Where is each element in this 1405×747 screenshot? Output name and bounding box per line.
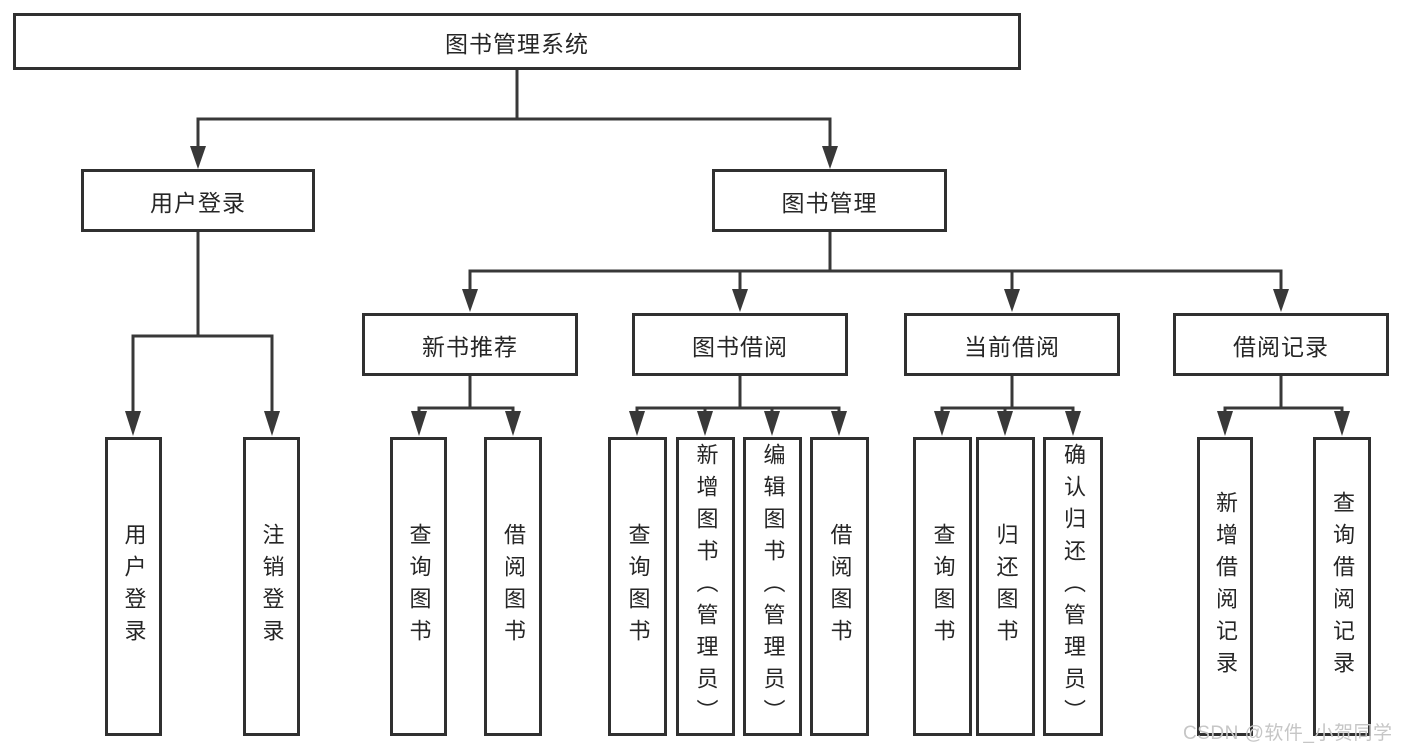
node-borrowing-records: 借阅记录 — [1173, 313, 1389, 376]
leaf-return-book: 归还图书 — [976, 437, 1035, 736]
arrow-down-icon — [934, 411, 950, 436]
leaf-query-books-current: 查询图书 — [913, 437, 972, 736]
arrow-down-icon — [1065, 411, 1081, 436]
node-book-management: 图书管理 — [712, 169, 947, 232]
arrow-down-icon — [1004, 289, 1020, 312]
arrow-down-icon — [505, 411, 521, 436]
arrow-down-icon — [1273, 289, 1289, 312]
node-user-login: 用户登录 — [81, 169, 315, 232]
leaf-query-borrow-record: 查询借阅记录 — [1313, 437, 1371, 736]
arrow-down-icon — [997, 411, 1013, 436]
leaf-query-books-recommend: 查询图书 — [390, 437, 447, 736]
arrow-down-icon — [462, 289, 478, 312]
arrow-down-icon — [697, 411, 713, 436]
arrow-down-icon — [190, 146, 206, 169]
arrow-down-icon — [1334, 411, 1350, 436]
csdn-watermark: CSDN @软件_小贺同学 — [1183, 723, 1393, 744]
node-book-borrowing: 图书借阅 — [632, 313, 848, 376]
leaf-user-login: 用户登录 — [105, 437, 162, 736]
leaf-borrow-books-recommend: 借阅图书 — [484, 437, 542, 736]
node-new-book-recommend: 新书推荐 — [362, 313, 578, 376]
arrow-down-icon — [831, 411, 847, 436]
node-current-borrowing: 当前借阅 — [904, 313, 1120, 376]
arrowheads — [125, 146, 1350, 436]
arrow-down-icon — [1217, 411, 1233, 436]
leaf-confirm-return-admin: 确认归还（管理员） — [1043, 437, 1103, 736]
leaf-logout: 注销登录 — [243, 437, 300, 736]
leaf-add-borrow-record: 新增借阅记录 — [1197, 437, 1253, 736]
arrow-down-icon — [629, 411, 645, 436]
leaf-borrow-books: 借阅图书 — [810, 437, 869, 736]
arrow-down-icon — [125, 411, 141, 436]
leaf-add-book-admin: 新增图书（管理员） — [676, 437, 735, 736]
arrow-down-icon — [264, 411, 280, 436]
node-root-library-system: 图书管理系统 — [13, 13, 1021, 70]
leaf-edit-book-admin: 编辑图书（管理员） — [743, 437, 802, 736]
leaf-query-books-borrowing: 查询图书 — [608, 437, 667, 736]
tree-edges — [131, 67, 1344, 414]
arrow-down-icon — [822, 146, 838, 169]
arrow-down-icon — [411, 411, 427, 436]
arrow-down-icon — [764, 411, 780, 436]
arrow-down-icon — [732, 289, 748, 312]
